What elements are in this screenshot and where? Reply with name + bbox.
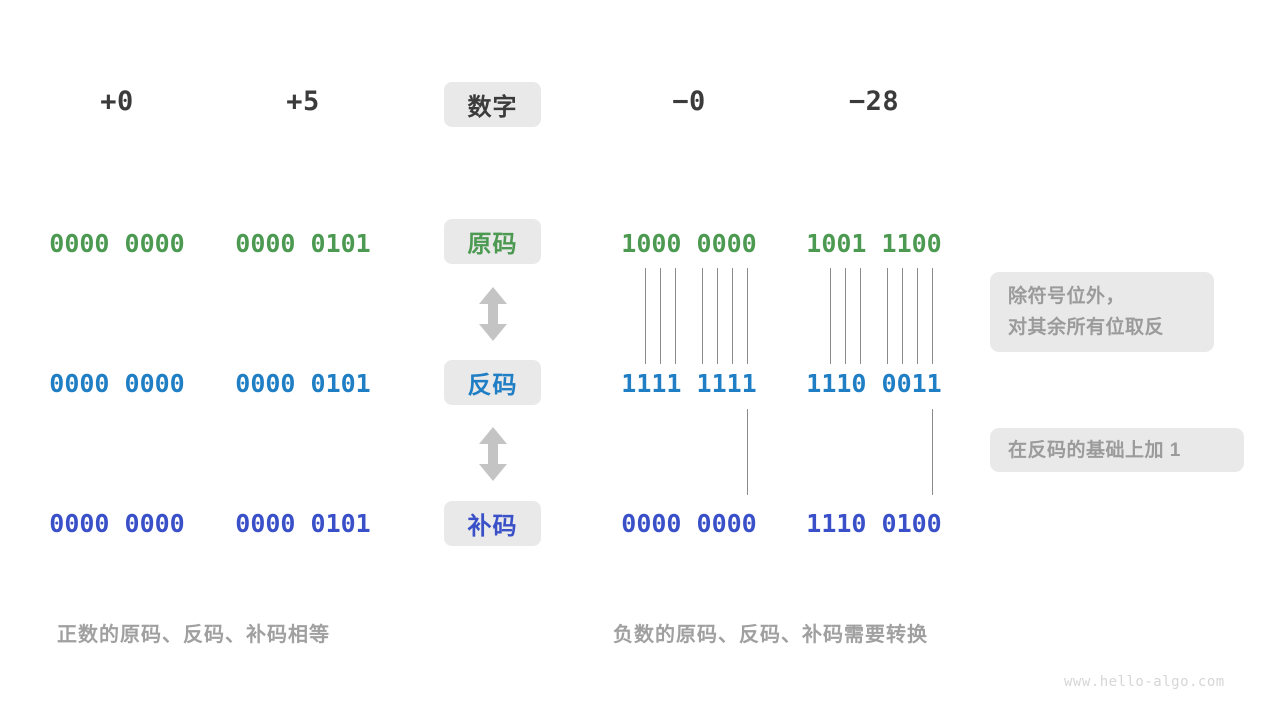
connector-line-minus28-bit5: [887, 268, 888, 364]
cell-sign-magnitude-minus-twentyeight: 1001 1100: [806, 229, 942, 258]
note-invert-line-1: 除符号位外，: [1008, 286, 1126, 307]
column-header-minus-zero: −0: [672, 86, 706, 117]
column-header-plus-five: +5: [286, 86, 320, 117]
row-header-chip-number: 数字: [444, 82, 541, 127]
note-add-one: 在反码的基础上加 1: [990, 428, 1244, 472]
connector-line-carry-minuszero: [747, 409, 748, 495]
note-invert-non-sign-bits: 除符号位外， 对其余所有位取反: [990, 272, 1214, 352]
connector-line-minuszero-bit3: [660, 268, 661, 364]
column-header-plus-zero: +0: [100, 86, 134, 117]
row-header-chip-sign-magnitude: 原码: [444, 219, 541, 264]
cell-ones-complement-minus-zero: 1111 1111: [621, 369, 757, 398]
cell-ones-complement-minus-twentyeight: 1110 0011: [806, 369, 942, 398]
connector-line-minuszero-bit7: [732, 268, 733, 364]
caption-negative-numbers: 负数的原码、反码、补码需要转换: [613, 624, 928, 646]
connector-line-minuszero-bit2: [645, 268, 646, 364]
row-header-chip-ones-complement: 反码: [444, 360, 541, 405]
cell-sign-magnitude-plus-five: 0000 0101: [235, 229, 371, 258]
cell-twos-complement-plus-five: 0000 0101: [235, 509, 371, 538]
connector-line-minuszero-bit5: [702, 268, 703, 364]
cell-twos-complement-minus-zero: 0000 0000: [621, 509, 757, 538]
cell-sign-magnitude-plus-zero: 0000 0000: [49, 229, 185, 258]
connector-line-minuszero-bit6: [717, 268, 718, 364]
watermark: www.hello-algo.com: [1064, 674, 1225, 690]
connector-line-minuszero-bit8: [747, 268, 748, 364]
connector-line-minus28-bit7: [917, 268, 918, 364]
connector-line-minus28-bit6: [902, 268, 903, 364]
connector-line-minus28-bit3: [845, 268, 846, 364]
cell-twos-complement-minus-twentyeight: 1110 0100: [806, 509, 942, 538]
connector-line-minus28-bit4: [860, 268, 861, 364]
caption-positive-numbers: 正数的原码、反码、补码相等: [57, 624, 330, 646]
connector-line-minuszero-bit4: [675, 268, 676, 364]
arrow-ones-complement-to-twos-complement: [476, 427, 510, 481]
note-invert-line-2: 对其余所有位取反: [1008, 317, 1165, 338]
cell-sign-magnitude-minus-zero: 1000 0000: [621, 229, 757, 258]
connector-line-carry-minus28: [932, 409, 933, 495]
cell-ones-complement-plus-five: 0000 0101: [235, 369, 371, 398]
note-add-one-line-1: 在反码的基础上加 1: [1008, 439, 1181, 461]
cell-ones-complement-plus-zero: 0000 0000: [49, 369, 185, 398]
arrow-sign-magnitude-to-ones-complement: [476, 287, 510, 341]
cell-twos-complement-plus-zero: 0000 0000: [49, 509, 185, 538]
connector-line-minus28-bit2: [830, 268, 831, 364]
row-header-chip-twos-complement: 补码: [444, 501, 541, 546]
column-header-minus-twentyeight: −28: [848, 86, 900, 117]
connector-line-minus28-bit8: [932, 268, 933, 364]
